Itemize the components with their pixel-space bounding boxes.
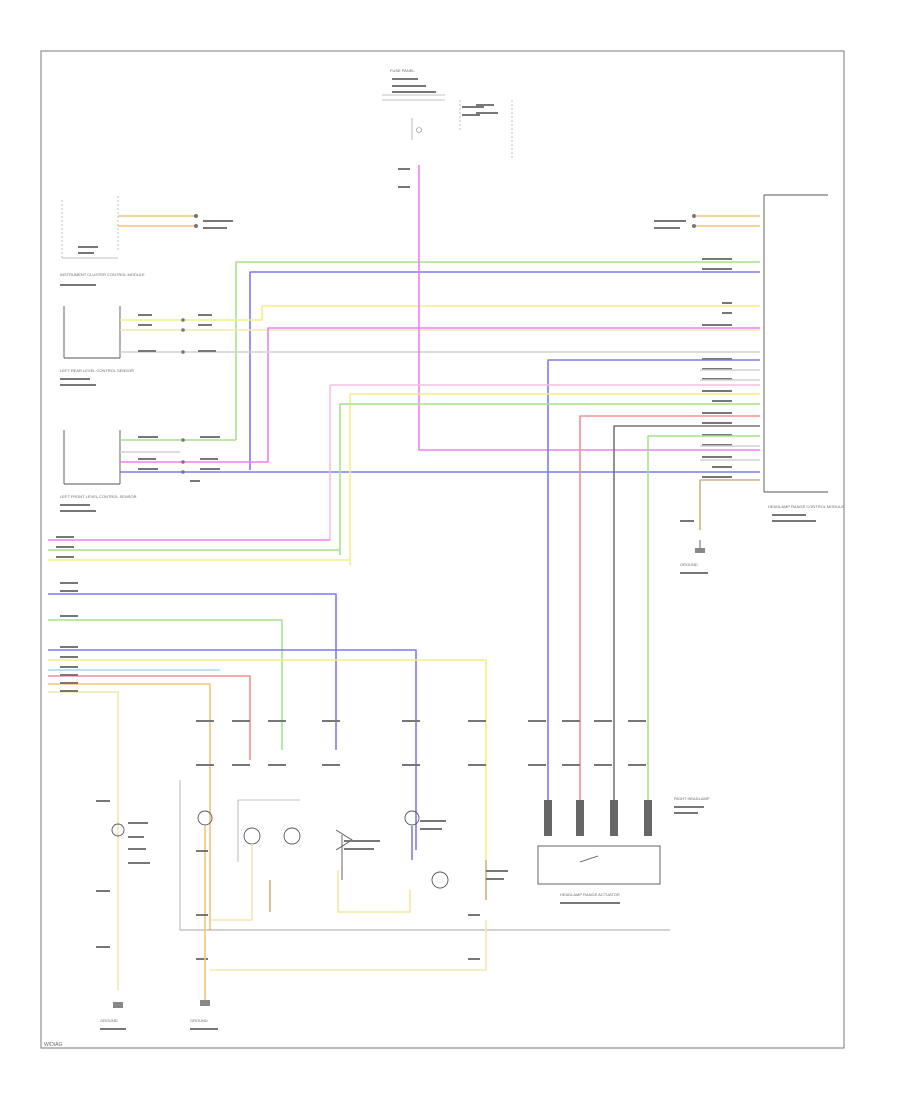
left-lamp-ground: GROUND bbox=[96, 800, 150, 1030]
lf-sensor-label: LEFT FRONT LEVEL CONTROL SENSOR bbox=[60, 494, 137, 499]
lr-sensor-pins bbox=[138, 314, 216, 354]
ground-left2-label: GROUND bbox=[190, 1018, 208, 1023]
instrument-cluster-module: INSTRUMENT CLUSTER CONTROL MODULE bbox=[60, 196, 145, 286]
range-actuator: HEADLAMP RANGE ACTUATOR RIGHT HEADLAMP bbox=[528, 720, 710, 904]
headlamp-module-label: HEADLAMP RANGE CONTROL MODULE bbox=[768, 504, 844, 509]
center-ground: GROUND bbox=[190, 940, 218, 1030]
cluster-module-label: INSTRUMENT CLUSTER CONTROL MODULE bbox=[60, 272, 145, 277]
left-harness bbox=[48, 536, 487, 990]
module-pin-labels bbox=[702, 258, 732, 478]
left-front-level-sensor: LEFT FRONT LEVEL CONTROL SENSOR bbox=[60, 430, 137, 512]
lr-sensor-label: LEFT REAR LEVEL CONTROL SENSOR bbox=[60, 368, 134, 373]
ground-left1-label: GROUND bbox=[100, 1018, 118, 1023]
headlamp-range-control-module: HEADLAMP RANGE CONTROL MODULE bbox=[763, 194, 844, 522]
footer-code: W/DIAG bbox=[44, 1042, 62, 1048]
ground-right: GROUND bbox=[680, 520, 708, 574]
left-rear-level-sensor: LEFT REAR LEVEL CONTROL SENSOR bbox=[60, 306, 134, 386]
fuse-block: FUSE PANEL bbox=[382, 68, 513, 188]
ground-right-label: GROUND bbox=[680, 562, 698, 567]
diagram-frame bbox=[40, 50, 845, 1049]
module-lower-wires bbox=[329, 359, 760, 835]
right-headlamp-label: RIGHT HEADLAMP bbox=[674, 796, 710, 801]
harness-wires bbox=[120, 165, 760, 473]
lamp-assembly bbox=[179, 720, 670, 971]
fuse-block-label: FUSE PANEL bbox=[390, 68, 415, 73]
range-actuator-label: HEADLAMP RANGE ACTUATOR bbox=[560, 892, 620, 897]
lf-sensor-pins bbox=[138, 436, 220, 482]
